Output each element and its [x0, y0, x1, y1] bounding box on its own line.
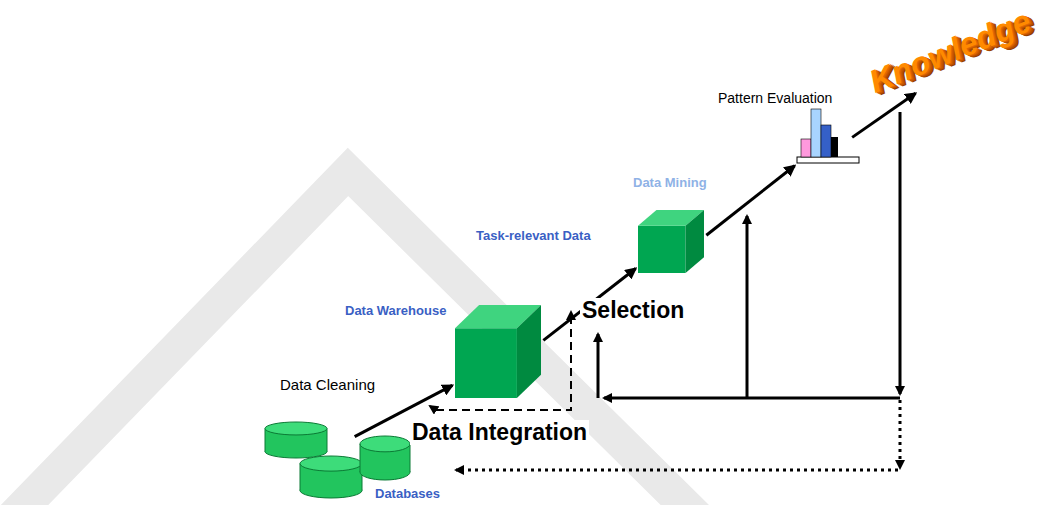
database-group-shape — [262, 418, 412, 498]
node-heading: Data Warehouse — [345, 304, 446, 318]
step-label: Data Cleaning — [280, 377, 375, 394]
pattern-chart-shape — [797, 105, 859, 167]
warehouse-cube: Data Warehouse — [455, 305, 541, 398]
node-heading: Databases — [375, 487, 440, 501]
task-data-cube: Task-relevant Data — [638, 210, 704, 273]
knowledge-word: Knowledge — [870, 8, 1030, 96]
step-label: Data Integration — [410, 420, 589, 445]
flow-arrow — [706, 166, 794, 235]
step-label: Selection — [580, 298, 686, 323]
flow-arrow — [852, 93, 915, 137]
pattern-chart: Pattern Evaluation — [797, 105, 859, 167]
result-word: Knowledge — [864, 4, 1035, 101]
node-heading: Task-relevant Data — [476, 229, 591, 243]
step-label: Data Mining — [633, 176, 707, 190]
database-group: Databases — [262, 418, 412, 498]
node-heading: Pattern Evaluation — [718, 91, 832, 106]
watermark — [10, 172, 700, 505]
task-data-cube-shape — [638, 210, 704, 273]
warehouse-cube-shape — [455, 305, 541, 398]
